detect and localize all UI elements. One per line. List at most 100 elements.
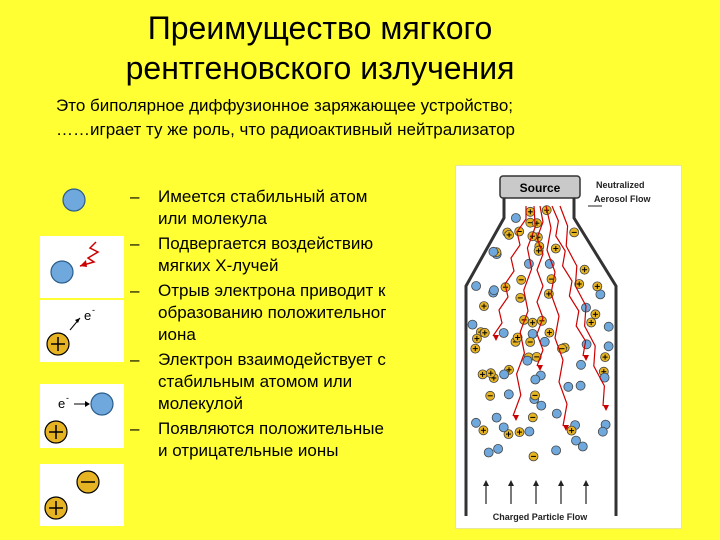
atom-circle xyxy=(62,188,86,212)
flow-arrowhead xyxy=(533,480,539,486)
ionization-graphic: e - xyxy=(46,305,95,356)
xray-arrowhead xyxy=(537,365,543,371)
xray-group xyxy=(492,205,609,431)
neutral-particle xyxy=(536,400,547,411)
xray-line xyxy=(551,205,587,357)
neutral-particle xyxy=(488,246,499,257)
ionization-icon: e - xyxy=(40,300,124,362)
electron-arrowhead xyxy=(85,401,90,407)
xray-arrowhead xyxy=(603,405,609,411)
xray-arrowhead xyxy=(563,425,569,431)
flow-arrowhead xyxy=(558,480,564,486)
bullet-item: – Появляются положительные и отрицательн… xyxy=(124,418,454,462)
title-line-1: Преимущество мягкого xyxy=(147,10,493,46)
neutral-particle xyxy=(597,426,608,437)
neutral-particle xyxy=(551,445,561,456)
neutral-particle xyxy=(544,258,555,269)
atom-circle xyxy=(50,260,74,284)
stable-atom-icon xyxy=(52,178,96,222)
intro-text: Это биполярное диффузионное заряжающее у… xyxy=(56,94,696,142)
bullet-line: мягких X-лучей xyxy=(158,256,279,275)
neutral-particle xyxy=(511,213,521,223)
neutral-particle xyxy=(603,341,614,352)
bullet-line: Электрон взаимодействует с xyxy=(158,350,386,369)
bullet-dash: – xyxy=(130,187,140,206)
xray-line xyxy=(512,205,536,417)
electron-attach-graphic: e - xyxy=(44,392,114,444)
bullet-line: Подвергается воздействию xyxy=(158,234,374,253)
bullet-dash: – xyxy=(130,281,140,300)
xray-line xyxy=(536,205,544,367)
xray-atom-icon xyxy=(40,236,124,298)
neutral-particle xyxy=(524,258,534,269)
neutral-particle xyxy=(491,412,502,423)
electron-sup: - xyxy=(92,305,95,315)
bullet-line: образованию положительног xyxy=(158,303,387,322)
slide-title: Преимущество мягкого рентгеновского излу… xyxy=(60,8,580,88)
particle-group xyxy=(467,205,614,462)
source-box xyxy=(499,175,581,199)
xray-arrowhead xyxy=(513,415,519,421)
neutral-particle xyxy=(530,374,541,385)
xray-wave xyxy=(79,241,100,267)
bullet-line: иона xyxy=(158,325,196,344)
neutral-particle xyxy=(489,285,499,296)
bullet-line: стабильным атомом или xyxy=(158,372,353,391)
xray-arrowhead xyxy=(80,260,87,267)
neutral-particle xyxy=(503,389,514,400)
intro-line-1: Это биполярное диффузионное заряжающее у… xyxy=(56,96,513,115)
atom-circle xyxy=(90,392,114,416)
bullet-dash: – xyxy=(130,419,140,438)
neutral-particle xyxy=(483,447,494,458)
bullet-line: или молекула xyxy=(158,209,267,228)
neutralizer-figure: Source Neutralized Aerosol Flow Charged … xyxy=(455,165,682,529)
xray-arrowhead xyxy=(583,355,589,361)
cone-wall-right xyxy=(572,196,618,516)
neutral-particle xyxy=(467,319,478,330)
neutral-particle xyxy=(499,369,509,380)
bullet-item: – Электрон взаимодействует с стабильным … xyxy=(124,349,454,415)
neutral-particle xyxy=(603,321,614,332)
neutral-particle xyxy=(522,355,533,366)
xray-line xyxy=(559,205,606,407)
neutral-particle xyxy=(493,443,503,454)
neutral-particle xyxy=(471,281,482,291)
bullet-line: молекулой xyxy=(158,394,243,413)
ion-pair-graphic xyxy=(44,470,100,520)
xray-line xyxy=(492,206,527,337)
bullet-item: – Отрыв электрона приводит к образованию… xyxy=(124,280,454,346)
bullet-line: Отрыв электрона приводит к xyxy=(158,281,386,300)
bullet-item: – Подвергается воздействию мягких X-луче… xyxy=(124,233,454,277)
neutral-particle xyxy=(551,408,562,419)
neutral-particle xyxy=(576,359,586,370)
neutral-particle xyxy=(524,426,535,437)
bullet-list: – Имеется стабильный атом или молекула –… xyxy=(124,186,454,462)
bullet-line: Имеется стабильный атом xyxy=(158,187,368,206)
electron-label: e xyxy=(58,396,65,411)
xray-atom-graphic xyxy=(50,241,100,284)
bullet-line: и отрицательные ионы xyxy=(158,441,339,460)
source-label: Source xyxy=(520,181,561,195)
neutral-particle xyxy=(577,441,588,452)
stable-atom-graphic xyxy=(62,188,86,212)
neutral-particle xyxy=(581,339,592,350)
electron-sup: - xyxy=(66,393,69,403)
bullet-dash: – xyxy=(130,234,140,253)
flow-arrow-group xyxy=(483,480,589,504)
intro-line-2: ……играет ту же роль, что радиоактивный н… xyxy=(56,120,515,139)
xray-line xyxy=(545,205,568,427)
flow-arrowhead xyxy=(483,480,489,486)
neutralizer-diagram: Source Neutralized Aerosol Flow Charged … xyxy=(464,175,652,522)
neutralized-label-line1: Neutralized xyxy=(596,180,645,190)
electron-attach-icon: e - xyxy=(40,384,124,448)
electron-arrowhead xyxy=(75,318,80,323)
flow-arrowhead xyxy=(583,480,589,486)
neutral-particle xyxy=(527,328,538,339)
process-icons: e - e - xyxy=(40,178,124,528)
title-line-2: рентгеновского излучения xyxy=(125,50,515,86)
neutralized-label-line2: Aerosol Flow xyxy=(594,194,652,204)
ion-pair-icon xyxy=(40,464,124,526)
neutral-particle xyxy=(498,422,509,433)
charged-flow-label: Charged Particle Flow xyxy=(493,512,589,522)
bullet-item: – Имеется стабильный атом или молекула xyxy=(124,186,454,230)
